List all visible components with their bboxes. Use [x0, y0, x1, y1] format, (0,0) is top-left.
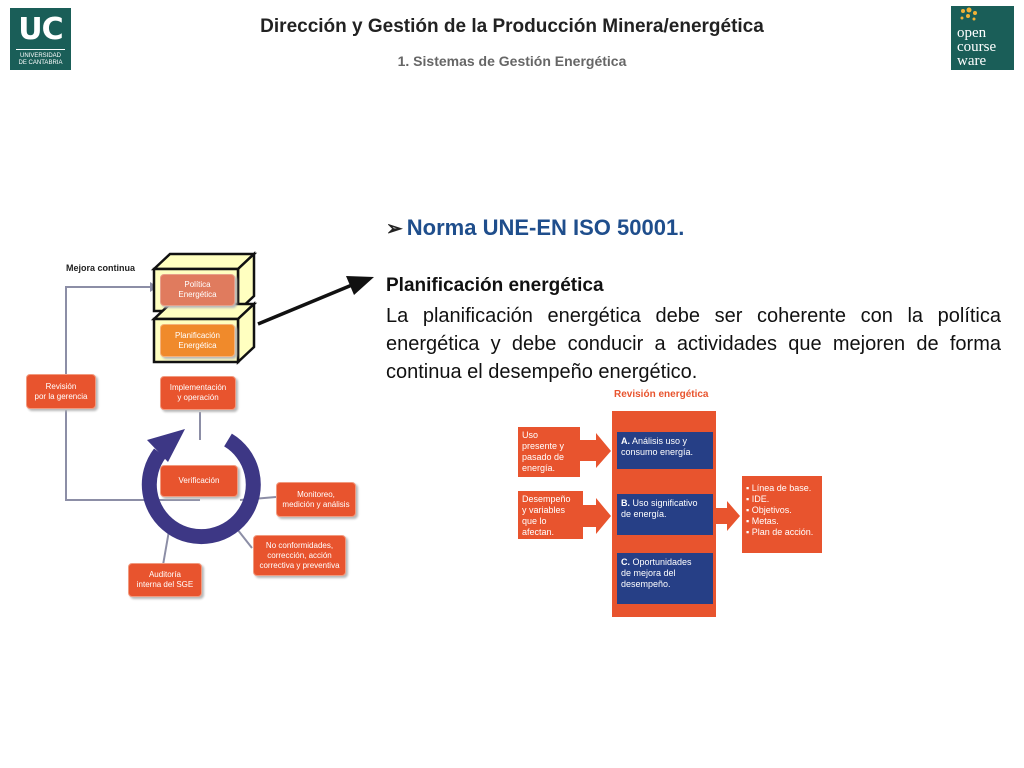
- analisis-text: Análisis uso y consumo energía.: [621, 436, 694, 457]
- section-title: Planificación energética: [386, 275, 604, 296]
- politica-box: Política Energética: [160, 274, 235, 306]
- mejora-continua-label: Mejora continua: [66, 263, 136, 273]
- monitoreo-box: Monitoreo, medición y análisis: [276, 482, 356, 517]
- ocw-word-course: course: [957, 39, 997, 55]
- planificacion-box: Planificación Energética: [160, 324, 235, 357]
- uso-significativo-letter: B.: [621, 498, 630, 508]
- auditoria-box: Auditoría interna del SGE: [128, 563, 202, 597]
- uso-significativo-box: B. Uso significativo de energía.: [617, 494, 713, 535]
- revision-energetica-title: Revisión energética: [614, 389, 709, 400]
- verificacion-box: Verificación: [160, 465, 238, 497]
- arrow-input2: [580, 498, 611, 534]
- uc-logo-letters: UC: [18, 12, 63, 47]
- outputs-list: Línea de base. IDE. Objetivos. Metas. Pl…: [746, 483, 818, 538]
- input-desempeno-box: Desempeño y variables que lo afectan.: [518, 491, 583, 539]
- bullet-heading: ➢Norma UNE-EN ISO 50001.: [386, 215, 684, 241]
- analisis-letter: A.: [621, 436, 630, 446]
- oportunidades-box: C. Oportunidades de mejora del desempeño…: [617, 553, 713, 604]
- revision-box: Revisión por la gerencia: [26, 374, 96, 409]
- implementacion-box: Implementación y operación: [160, 376, 236, 410]
- oportunidades-text: Oportunidades de mejora del desempeño.: [621, 557, 692, 589]
- ocw-logo: open course ware: [951, 6, 1014, 70]
- outputs-box: Línea de base. IDE. Objetivos. Metas. Pl…: [742, 476, 822, 553]
- uc-logo: UC UNIVERSIDAD DE CANTABRIA: [10, 8, 71, 70]
- page-title: Dirección y Gestión de la Producción Min…: [260, 16, 764, 37]
- no-conformidades-box: No conformidades, corrección, acción cor…: [253, 535, 346, 576]
- bullet-arrow-icon: ➢: [386, 218, 403, 240]
- arrow-input1: [580, 433, 611, 468]
- bullet-heading-text: Norma UNE-EN ISO 50001.: [406, 215, 685, 240]
- ocw-word-ware: ware: [957, 53, 987, 69]
- body-paragraph: La planificación energética debe ser coh…: [386, 305, 1001, 383]
- oportunidades-letter: C.: [621, 557, 630, 567]
- ocw-dots-icon: [960, 7, 977, 21]
- pointer-arrow: [257, 283, 353, 326]
- output-item: Línea de base.: [746, 483, 818, 494]
- uso-significativo-text: Uso significativo de energía.: [621, 498, 698, 519]
- pointer-arrowhead: [346, 276, 374, 295]
- page-subtitle: 1. Sistemas de Gestión Energética: [397, 53, 627, 69]
- uc-logo-line1: UNIVERSIDAD: [19, 53, 61, 59]
- input-uso-box: Uso presente y pasado de energía.: [518, 427, 580, 477]
- output-item: Objetivos.: [746, 505, 818, 516]
- uc-logo-divider: [16, 49, 65, 50]
- output-item: IDE.: [746, 494, 818, 505]
- ocw-word-open: open: [957, 25, 987, 41]
- output-item: Plan de acción.: [746, 527, 818, 538]
- analisis-box: A. Análisis uso y consumo energía.: [617, 432, 713, 469]
- arrow-output: [716, 501, 740, 531]
- cycle-ring: [141, 433, 261, 545]
- output-item: Metas.: [746, 516, 818, 527]
- uc-logo-line2: DE CANTABRIA: [18, 60, 63, 66]
- cycle-arrowhead: [147, 429, 185, 462]
